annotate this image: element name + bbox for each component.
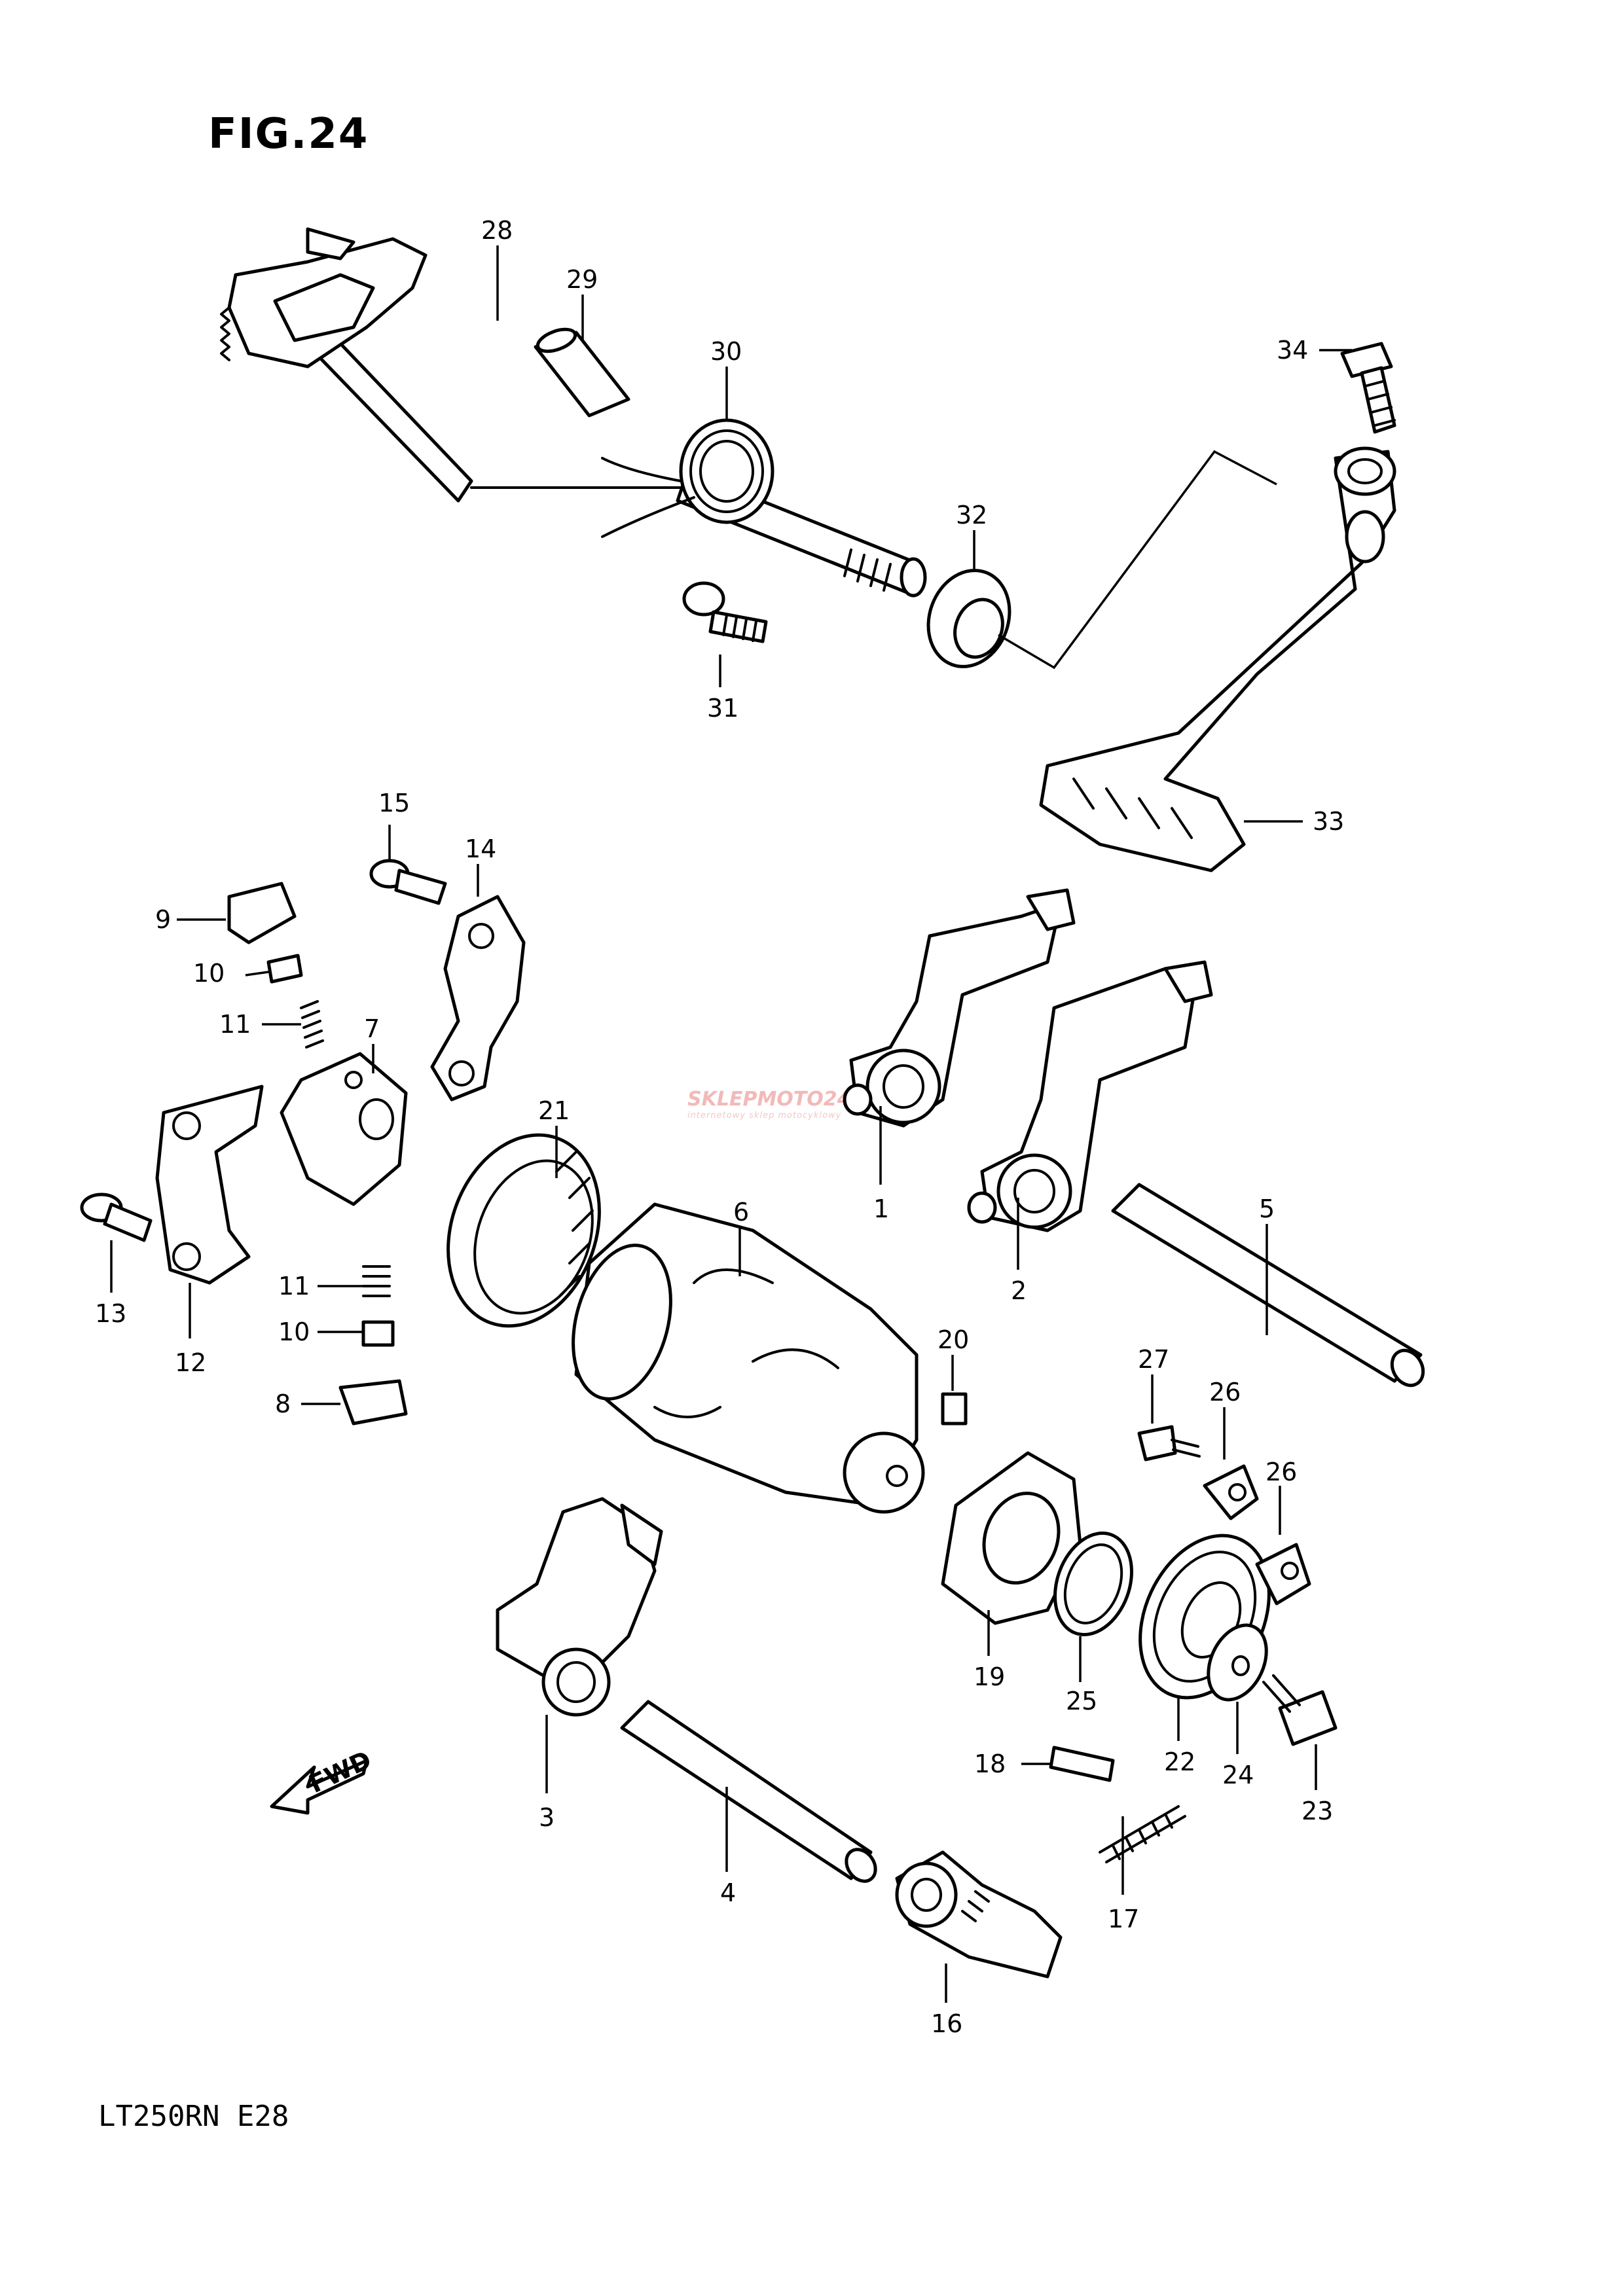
- callout-3: 3: [539, 1803, 555, 1832]
- gearshift-lever-33: [1039, 446, 1396, 872]
- spring-17: [1099, 1805, 1186, 1863]
- callout-19: 19: [974, 1662, 1005, 1691]
- callout-23: 23: [1302, 1797, 1333, 1825]
- callout-8: 8: [275, 1390, 291, 1418]
- spring-11-lower: [362, 1265, 391, 1297]
- callout-15: 15: [378, 789, 410, 817]
- callout-10-upper: 10: [193, 959, 225, 988]
- forward-arrow: FWD: [270, 1745, 376, 1815]
- lever-16: [895, 1850, 1063, 1979]
- callout-7: 7: [364, 1014, 380, 1043]
- cam-guide-19: [941, 1451, 1082, 1625]
- callout-9: 9: [155, 905, 171, 934]
- callout-33: 33: [1313, 807, 1344, 836]
- callouts: 28 29 30 32 31 34 33 15 14 9 10 11 7 21 …: [95, 216, 1344, 2038]
- callout-27: 27: [1138, 1345, 1169, 1374]
- spring-11-upper: [300, 1000, 324, 1049]
- callout-24: 24: [1222, 1761, 1254, 1789]
- screw-13: [80, 1193, 153, 1242]
- pin-10-upper: [266, 954, 303, 984]
- pin-18: [1049, 1746, 1115, 1782]
- callout-16: 16: [931, 2009, 962, 2038]
- callout-11-upper: 11: [219, 1010, 251, 1039]
- callout-2: 2: [1011, 1276, 1027, 1305]
- callout-21: 21: [538, 1096, 570, 1125]
- shift-fork-3: [496, 1497, 663, 1717]
- callout-29: 29: [566, 265, 598, 294]
- callout-26-lower: 26: [1266, 1458, 1297, 1486]
- callout-12: 12: [175, 1348, 206, 1377]
- shift-fork-2: [967, 960, 1213, 1232]
- shift-arm-plate: [220, 227, 428, 368]
- return-spring-30: [601, 418, 774, 538]
- callout-5: 5: [1259, 1194, 1275, 1223]
- callout-10-lower: 10: [278, 1318, 310, 1346]
- fork-shaft-4: [620, 1700, 877, 1883]
- leader-lines: [110, 245, 1352, 2003]
- bolt-31: [682, 581, 768, 643]
- callout-18: 18: [974, 1749, 1006, 1778]
- callout-20: 20: [938, 1325, 969, 1354]
- screw-15: [369, 859, 447, 905]
- screw-27: [1137, 1425, 1201, 1462]
- callout-22: 22: [1164, 1748, 1195, 1776]
- callout-14: 14: [465, 834, 496, 863]
- callout-25: 25: [1066, 1687, 1097, 1715]
- bolt-23: [1262, 1674, 1338, 1746]
- washer-25: [1053, 1532, 1133, 1636]
- gearshift-cam-6: [572, 1202, 925, 1514]
- stopper-8: [338, 1379, 408, 1426]
- pin-20: [941, 1392, 968, 1426]
- callout-6: 6: [733, 1198, 749, 1227]
- figure-title: FIG.24: [208, 110, 369, 158]
- plate-12: [155, 1085, 264, 1285]
- stopper-9: [227, 882, 297, 944]
- shift-fork-1: [843, 888, 1076, 1128]
- callout-34: 34: [1277, 336, 1308, 365]
- callout-1: 1: [873, 1194, 889, 1223]
- callout-32: 32: [956, 501, 987, 529]
- callout-4: 4: [720, 1878, 736, 1907]
- callout-17: 17: [1108, 1905, 1139, 1933]
- washer-24: [1207, 1623, 1268, 1702]
- oil-seal-29: [534, 327, 630, 418]
- bolt-34: [1340, 342, 1396, 434]
- callout-11-lower: 11: [278, 1272, 310, 1300]
- oil-seal-32: [926, 569, 1011, 668]
- stopper-plate-26-upper: [1203, 1464, 1259, 1520]
- stopper-plate-26-lower: [1255, 1543, 1311, 1605]
- pin-10-lower: [361, 1320, 395, 1347]
- callout-28: 28: [481, 216, 513, 245]
- callout-26-upper: 26: [1209, 1378, 1241, 1407]
- plate-14: [430, 895, 526, 1102]
- callout-31: 31: [707, 694, 738, 723]
- stopper-cam-7: [280, 1052, 408, 1206]
- bearing-21: [446, 1133, 601, 1328]
- watermark-subtext: internetowy sklep motocyklowy: [687, 1111, 842, 1121]
- forward-arrow-label: FWD: [304, 1745, 376, 1799]
- callout-13: 13: [95, 1299, 126, 1328]
- callout-30: 30: [710, 337, 742, 366]
- model-code: LT250RN E28: [98, 2100, 289, 2133]
